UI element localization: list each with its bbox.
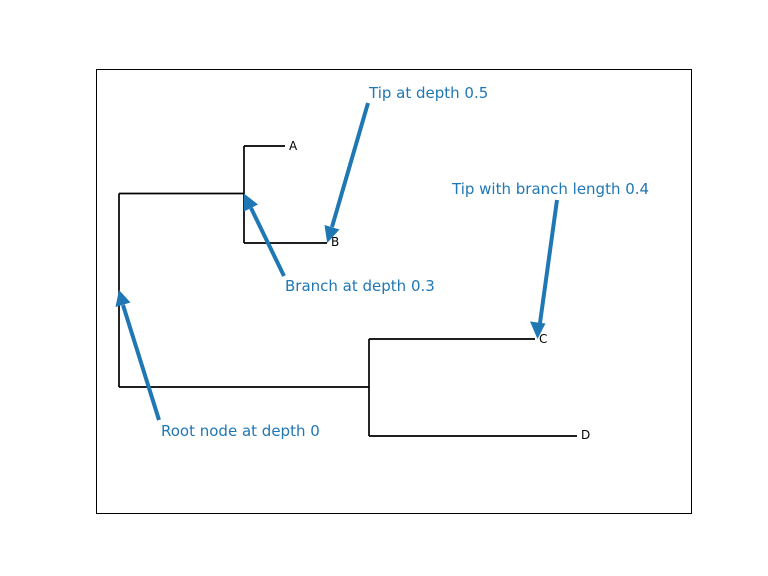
tip-label-c: C — [539, 332, 547, 346]
annotation-root-node: Root node at depth 0 — [161, 422, 320, 440]
arrow-head-root — [115, 290, 131, 307]
tip-label-a: A — [289, 139, 298, 153]
tip-label-d: D — [581, 428, 590, 442]
plot-frame — [96, 69, 692, 514]
annotation-tip-depth: Tip at depth 0.5 — [368, 84, 488, 102]
annotation-branch-depth: Branch at depth 0.3 — [285, 277, 435, 295]
tip-label-b: B — [331, 235, 339, 249]
annotation-tip-branch-length: Tip with branch length 0.4 — [451, 180, 649, 198]
tree-branches — [118, 145, 577, 437]
arrow-head-tip-branch — [530, 321, 546, 339]
arrow-shaft-tip-depth — [330, 102, 370, 228]
arrow-shaft-branch-depth — [249, 207, 286, 277]
annotation-arrows — [115, 102, 559, 421]
arrow-head-tip-depth — [324, 225, 340, 243]
arrow-shaft-tip-branch — [538, 199, 559, 324]
arrow-head-branch-depth — [244, 193, 258, 212]
arrow-shaft-root — [121, 304, 161, 421]
